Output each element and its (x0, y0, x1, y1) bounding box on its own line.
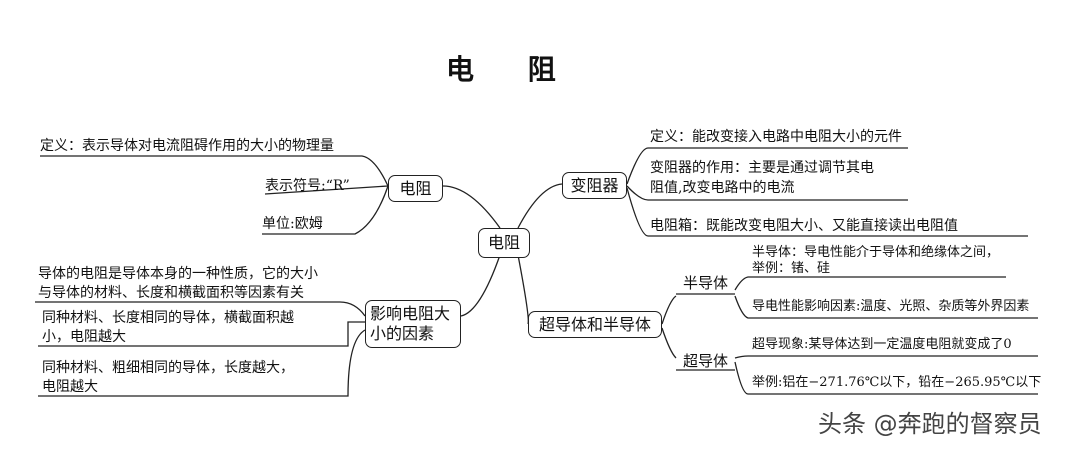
factors-node-label-2: 小的因素 (370, 324, 435, 343)
page-title: 电 阻 (446, 53, 578, 86)
semiconductor-factors: 导电性能影响因素:温度、光照、杂质等外界因素 (752, 299, 1030, 314)
rheostat-node: 变阻器 (562, 172, 627, 199)
rheostat-function-line2: 阻值,改变电路中的电流 (650, 180, 795, 196)
semiconductor-label: 半导体 (683, 274, 729, 292)
factors-node-label-1: 影响电阻大 (370, 304, 451, 323)
center-node: 电阻 (478, 228, 530, 258)
watermark: 头条 @奔跑的督察员 (818, 410, 1042, 438)
factor-length-line1: 同种材料、粗细相同的导体，长度越大， (42, 360, 294, 376)
factor-property-line2: 与导体的材料、长度和横截面积等因素有关 (38, 285, 304, 301)
semiconductor-definition-line2: 举例：锗、硅 (752, 261, 831, 276)
factors-node: 影响电阻大 小的因素 (365, 300, 461, 348)
semiconductor-definition-line1: 半导体：导电性能介于导体和绝缘体之间， (752, 245, 1000, 260)
resistance-box-text: 电阻箱：既能改变电阻大小、又能直接读出电阻值 (650, 218, 958, 234)
superconductor-phenomenon: 超导现象:某导体达到一定温度电阻就变成了0 (752, 337, 1012, 352)
factor-area-line1: 同种材料、长度相同的导体，横截面积越 (42, 310, 294, 326)
factor-property-line1: 导体的电阻是导体本身的一种性质，它的大小 (38, 266, 318, 282)
resistance-symbol: 表示符号:“R” (265, 178, 350, 194)
center-node-label: 电阻 (487, 233, 520, 252)
resistance-node: 电阻 (388, 175, 443, 202)
super-semi-node: 超导体和半导体 (528, 311, 662, 338)
rheostat-definition: 定义：能改变接入电路中电阻大小的元件 (650, 129, 902, 145)
factor-length-line2: 电阻越大 (42, 379, 98, 395)
rheostat-function-line1: 变阻器的作用：主要是通过调节其电 (650, 160, 874, 176)
superconductor-label: 超导体 (683, 352, 729, 370)
resistance-definition: 定义：表示导体对电流阻碍作用的大小的物理量 (40, 138, 334, 154)
resistance-unit: 单位:欧姆 (262, 216, 323, 232)
superconductor-example: 举例:铝在−271.76℃以下，铅在−265.95℃以下 (752, 375, 1042, 390)
rheostat-node-label: 变阻器 (570, 176, 619, 195)
factor-area-line2: 小，电阻越大 (42, 329, 126, 345)
super-semi-node-label: 超导体和半导体 (538, 315, 651, 334)
resistance-node-label: 电阻 (399, 179, 432, 198)
